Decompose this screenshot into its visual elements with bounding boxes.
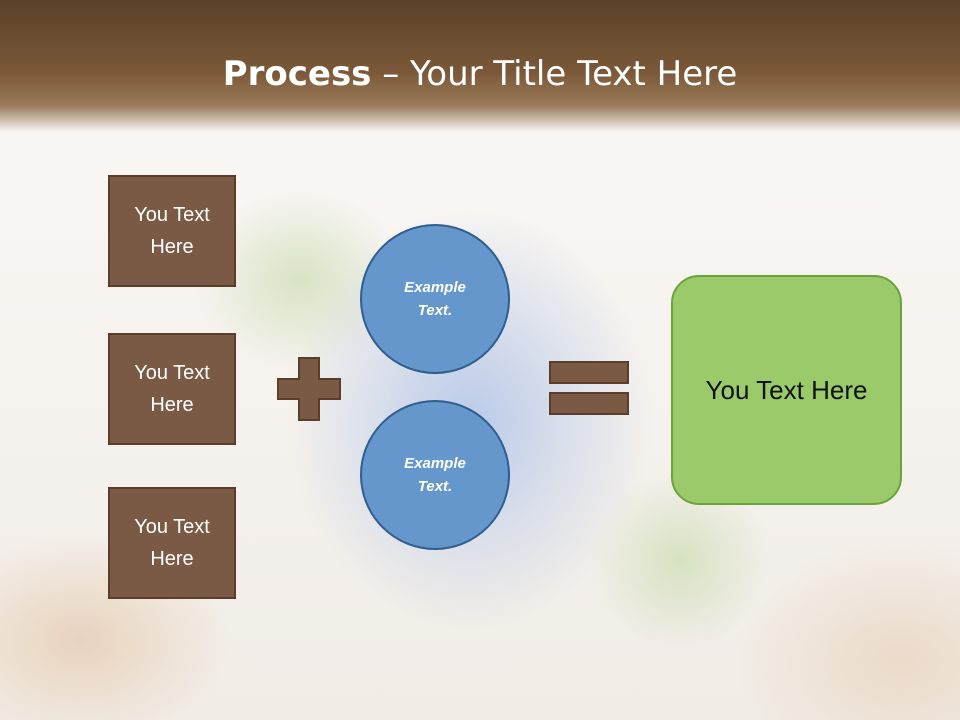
circle-2: Example Text. xyxy=(360,400,510,550)
input-box-3-label: You Text Here xyxy=(134,516,210,570)
slide-title: Process – Your Title Text Here xyxy=(0,52,960,96)
input-box-1: You Text Here xyxy=(108,175,236,287)
input-box-2: You Text Here xyxy=(108,333,236,445)
circle-1: Example Text. xyxy=(360,224,510,374)
input-box-1-label: You Text Here xyxy=(134,204,210,258)
result-label: You Text Here xyxy=(705,374,868,405)
result-box: You Text Here xyxy=(671,275,902,505)
input-box-3: You Text Here xyxy=(108,487,236,599)
input-box-2-label: You Text Here xyxy=(134,362,210,416)
title-bar xyxy=(0,0,960,132)
circle-1-label: Example Text. xyxy=(404,279,466,319)
circle-2-label: Example Text. xyxy=(404,455,466,495)
title-rest: – Your Title Text Here xyxy=(371,54,738,94)
plus-icon xyxy=(277,357,341,421)
title-bold: Process xyxy=(222,54,372,94)
equals-icon xyxy=(549,361,629,415)
